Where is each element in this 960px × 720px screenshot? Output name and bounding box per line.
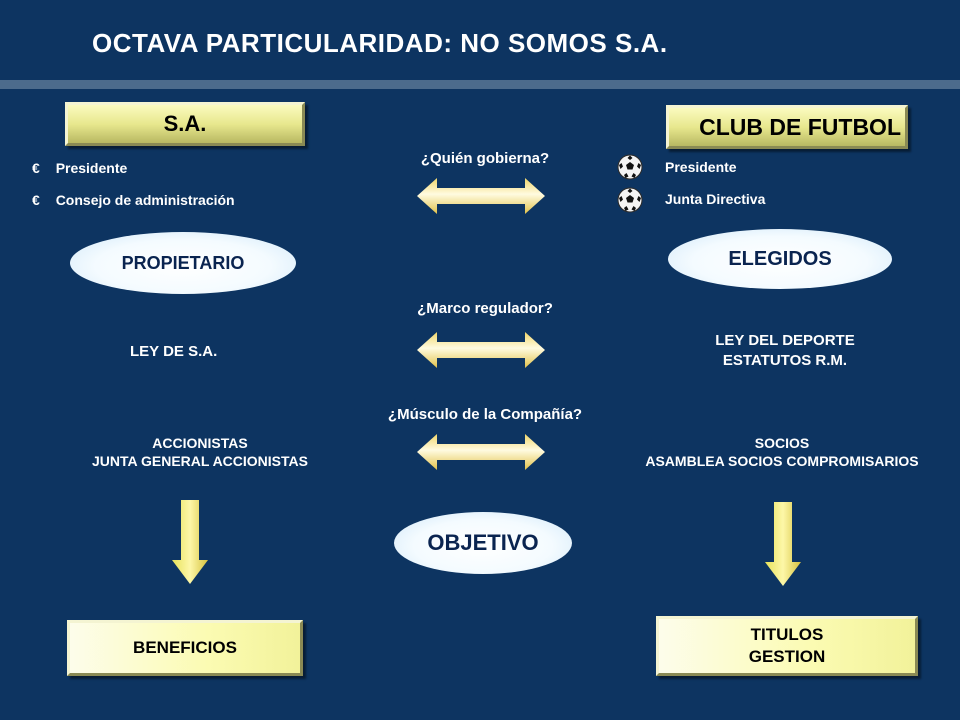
club-header-label: CLUB DE FUTBOL	[699, 113, 901, 140]
regulation-double-arrow	[417, 332, 545, 368]
propietario-ellipse: PROPIETARIO	[70, 232, 296, 294]
club-muscle-label: SOCIOS ASAMBLEA SOCIOS COMPROMISARIOS	[645, 435, 919, 469]
sa-item-presidente: € Presidente	[32, 160, 128, 176]
objetivo-ellipse: OBJETIVO	[394, 512, 572, 574]
club-down-arrow	[765, 502, 801, 586]
sa-down-arrow	[172, 500, 208, 584]
elegidos-ellipse: ELEGIDOS	[668, 229, 892, 289]
question-governance: ¿Quién gobierna?	[420, 150, 550, 167]
soccer-ball-icon	[617, 154, 643, 180]
club-regulation-label: LEY DEL DEPORTE ESTATUTOS R.M.	[715, 332, 855, 369]
club-item-junta: Junta Directiva	[665, 191, 766, 207]
page-title: OCTAVA PARTICULARIDAD: NO SOMOS S.A.	[92, 28, 668, 58]
sa-item-consejo: € Consejo de administración	[32, 192, 235, 208]
governance-double-arrow	[417, 178, 545, 214]
euro-bullet-icon: €	[32, 160, 40, 176]
question-muscle: ¿Músculo de la Compañía?	[387, 406, 583, 423]
club-header-box: CLUB DE FUTBOL	[666, 105, 908, 149]
title-divider	[0, 80, 960, 89]
sa-header-box: S.A.	[65, 102, 305, 146]
sa-regulation-label: LEY DE S.A.	[130, 343, 218, 360]
euro-bullet-icon: €	[32, 192, 40, 208]
muscle-double-arrow	[417, 434, 545, 470]
titulos-gestion-box: TITULOS GESTION	[656, 616, 918, 676]
sa-header-label: S.A.	[163, 111, 207, 136]
soccer-ball-icon	[617, 187, 643, 213]
beneficios-box: BENEFICIOS	[67, 620, 303, 676]
club-item-presidente: Presidente	[665, 159, 737, 175]
question-regulation: ¿Marco regulador?	[417, 300, 553, 317]
sa-muscle-label: ACCIONISTAS JUNTA GENERAL ACCIONISTAS	[92, 435, 308, 469]
